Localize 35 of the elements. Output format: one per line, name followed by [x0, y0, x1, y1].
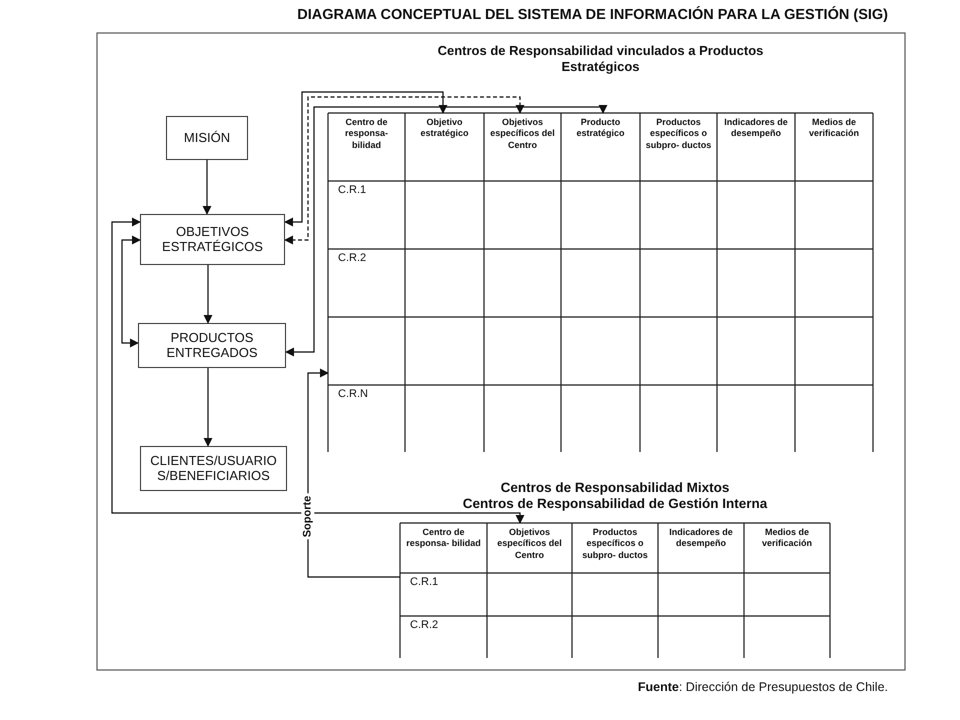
column-header: Objetivos específicos del Centro [484, 113, 561, 181]
process-box: OBJETIVOS ESTRATÉGICOS [140, 214, 285, 265]
process-box: MISIÓN [166, 116, 248, 160]
row-label: C.R.1 [328, 181, 405, 249]
table-title: Centros de Responsabilidad vinculados a Productos Estratégicos [436, 43, 764, 74]
arrow [204, 265, 212, 324]
arrow [285, 104, 608, 356]
column-header: Medios de verificación [795, 113, 873, 181]
arrow [204, 368, 212, 447]
column-header: Productos específicos o subpro- ductos [572, 523, 658, 573]
column-header: Indicadores de desempeño [717, 113, 795, 181]
column-header: Centro de responsa- bilidad [400, 523, 487, 573]
column-header: Centro de responsa- bilidad [328, 113, 405, 181]
column-header: Objetivos específicos del Centro [487, 523, 572, 573]
table-title: Centros de Responsabilidad Mixtos [500, 480, 730, 496]
row-label: C.R.2 [328, 249, 405, 317]
row-label: C.R.N [328, 385, 405, 452]
column-header: Objetivo estratégico [405, 113, 484, 181]
edge-label: Soporte [301, 493, 314, 539]
diagram-title: DIAGRAMA CONCEPTUAL DEL SISTEMA DE INFORMACIÓN PARA LA GESTIÓN (SIG) [297, 7, 888, 23]
process-box: CLIENTES/USUARIOS/BENEFICIARIOS [140, 446, 287, 491]
row-label: C.R.2 [400, 616, 487, 658]
arrow [284, 91, 448, 226]
row-label: C.R.1 [400, 573, 487, 616]
source-note: Fuente: Dirección de Presupuestos de Chile. [638, 680, 888, 694]
process-box: PRODUCTOS ENTREGADOS [138, 323, 286, 368]
arrow [121, 236, 141, 348]
column-header: Producto estratégico [561, 113, 640, 181]
column-header: Medios de verificación [744, 523, 830, 573]
column-header: Indicadores de desempeño [658, 523, 744, 573]
arrow [111, 218, 524, 524]
arrow [202, 160, 212, 215]
arrow [284, 96, 524, 244]
table-title: Centros de Responsabilidad de Gestión Interna [462, 496, 768, 512]
column-header: Productos específicos o subpro- ductos [640, 113, 717, 181]
